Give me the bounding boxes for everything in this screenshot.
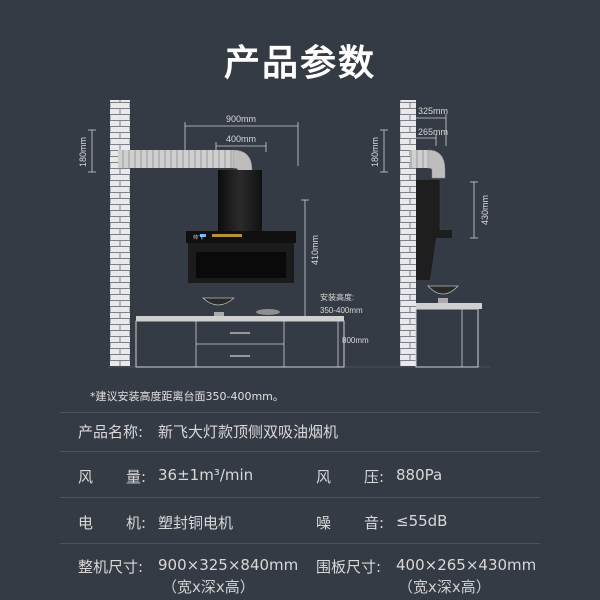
divider-4 [60,543,540,544]
side-hood [416,180,452,280]
divider-3 [60,497,540,498]
side-duct-height: 180mm [370,137,380,167]
side-panel-height: 430mm [480,195,490,225]
right-brick-column [400,100,416,366]
divider-2 [60,451,540,452]
install-height-label: 安装高度: [320,292,354,302]
divider-1 [60,412,540,413]
pressure-label-2: 压: [364,468,385,486]
wok [201,297,236,306]
panel-value: 400×265×430mm [396,556,537,574]
dim-width-inner: 400mm [226,134,256,144]
counter-height: 800mm [342,336,369,345]
noise-label-1: 噪 [316,514,332,532]
counter-top [136,316,344,321]
side-counter-top [416,303,482,309]
side-depth-inner: 265mm [418,127,448,137]
airflow-label-1: 风 [78,468,94,486]
size-value: 900×325×840mm [158,556,299,574]
dim-hood-height: 410mm [310,235,320,265]
pressure-label-1: 风 [316,468,332,486]
side-duct-elbow [427,149,446,179]
pressure-value: 880Pa [396,466,443,484]
noise-value: ≤55dB [396,512,448,530]
side-duct [410,150,428,168]
panel-note: （宽x深x高） [398,578,491,596]
cabinet [135,320,345,368]
side-wok [427,285,459,295]
motor-label-1: 电 [78,514,94,532]
motor-value: 塑封铜电机 [158,514,234,532]
installation-diagram: 900mm 400mm 180mm 帅飞 410mm 安装高度: 350-400… [78,100,490,368]
name-label: 产品名称: [78,423,144,441]
hood-logo: 帅飞 [193,234,203,241]
dim-width-total: 900mm [226,114,256,124]
side-cabinet [415,308,479,368]
side-depth-total: 325mm [418,106,448,116]
install-note: *建议安装高度距离台面350-400mm。 [90,390,284,403]
panel-label: 围板尺寸: [316,558,382,576]
page-title: 产品参数 [223,43,376,84]
name-value: 新飞大灯款顶侧双吸油烟机 [158,423,339,441]
left-brick-column [110,100,130,366]
size-label: 整机尺寸: [78,558,144,576]
dim-duct-height: 180mm [78,137,88,167]
noise-label-2: 音: [364,514,385,532]
motor-label-2: 机: [126,514,147,532]
size-note: （宽x深x高） [162,578,255,596]
install-height-value: 350-400mm [320,306,363,315]
airflow-label-2: 量: [126,468,147,486]
front-duct [118,150,233,168]
hood-upper-panel [218,170,262,236]
airflow-value: 36±1m³/min [158,466,254,484]
